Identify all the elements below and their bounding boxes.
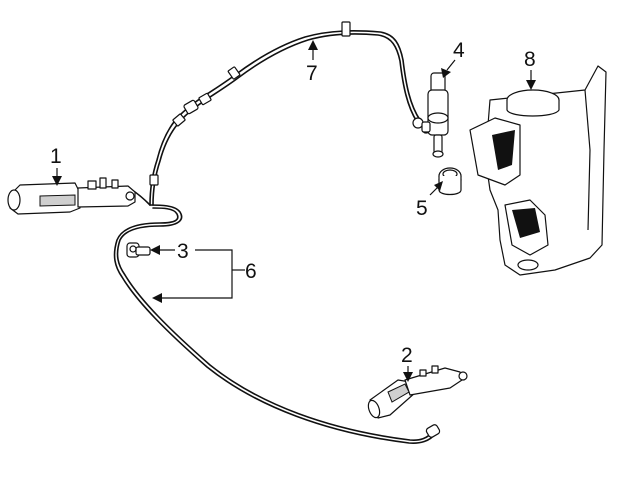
washer-fluid-reservoir [469, 65, 607, 276]
callout-3: 3 [177, 240, 189, 263]
headlamp-washer-nozzle-right [367, 365, 468, 419]
callout-5: 5 [416, 197, 428, 220]
pump-grommet [438, 167, 462, 196]
callout-7: 7 [306, 62, 318, 85]
washer-pump [421, 72, 449, 158]
callout-leaders [52, 40, 536, 382]
callout-6: 6 [245, 260, 257, 283]
callout-4: 4 [453, 39, 465, 62]
hose-elbow-connector [126, 242, 151, 258]
callout-1: 1 [50, 145, 62, 168]
headlamp-washer-nozzle-left [7, 177, 136, 215]
callout-2: 2 [401, 344, 413, 367]
callout-8: 8 [524, 48, 536, 71]
washer-hose-assembly [113, 21, 441, 444]
